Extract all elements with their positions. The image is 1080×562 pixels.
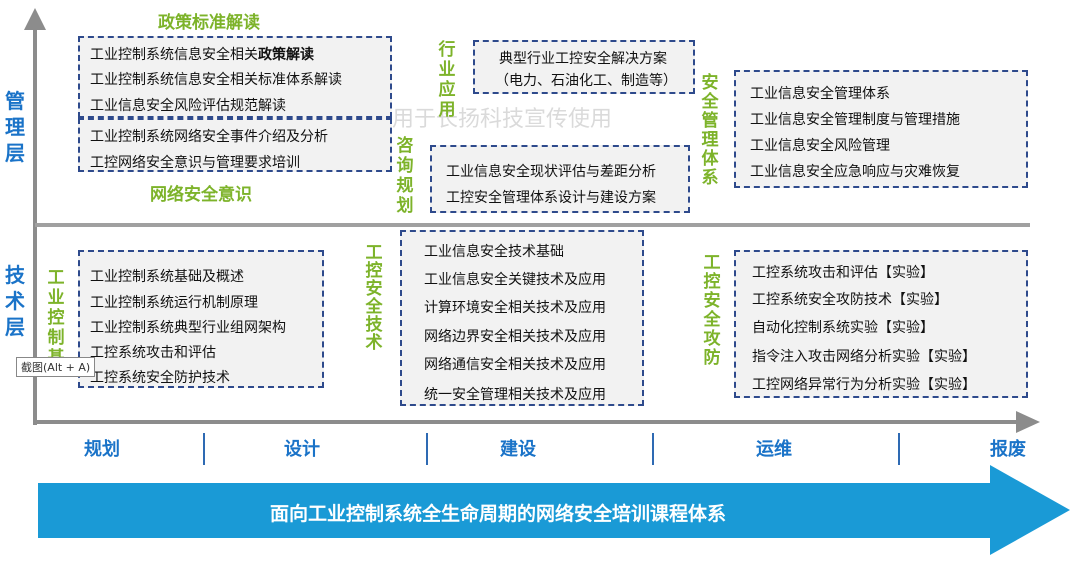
attack-defense-item-4: 指令注入攻击网络分析实验【实验】 [752, 349, 976, 365]
awareness-item-2: 工控网络安全意识与管理要求培训 [90, 155, 300, 171]
security-tech-item-5: 网络通信安全相关技术及应用 [424, 357, 606, 373]
awareness-box: 工业控制系统网络安全事件介绍及分析 工控网络安全意识与管理要求培训 [78, 118, 392, 172]
security-tech-title: 工控安全技术 [365, 243, 383, 353]
mgmt-system-item-3: 工业信息安全风险管理 [750, 138, 890, 154]
mgmt-system-item-4: 工业信息安全应急响应与灾难恢复 [750, 164, 960, 180]
industry-item-2: （电力、石油化工、制造等） [495, 73, 677, 89]
attack-defense-item-3: 自动化控制系统实验【实验】 [752, 320, 934, 336]
consulting-item-1: 工业信息安全现状评估与差距分析 [446, 164, 656, 180]
basics-item-5: 工控系统安全防护技术 [90, 370, 230, 386]
mgmt-system-item-2: 工业信息安全管理制度与管理措施 [750, 112, 960, 128]
policy-box: 工业控制系统信息安全相关政策解读 工业控制系统信息安全相关标准体系解读 工业信息… [78, 36, 392, 118]
industry-item-1: 典型行业工控安全解决方案 [499, 51, 667, 67]
stage-design: 设计 [284, 439, 320, 460]
mgmt-system-box: 工业信息安全管理体系 工业信息安全管理制度与管理措施 工业信息安全风险管理 工业… [734, 70, 1028, 188]
basics-item-3: 工业控制系统典型行业组网架构 [90, 320, 286, 336]
awareness-title: 网络安全意识 [150, 185, 252, 205]
security-tech-item-4: 网络边界安全相关技术及应用 [424, 329, 606, 345]
attack-defense-item-1: 工控系统攻击和评估【实验】 [752, 265, 934, 281]
industry-title: 行业应用 [438, 40, 456, 120]
stage-separator [426, 433, 428, 465]
basics-item-4: 工控系统攻击和评估 [90, 345, 216, 361]
y-label-management: 管理层 [5, 89, 25, 165]
stage-retire: 报废 [990, 439, 1026, 460]
attack-defense-item-2: 工控系统安全攻防技术【实验】 [752, 292, 948, 308]
mgmt-system-item-1: 工业信息安全管理体系 [750, 86, 890, 102]
basics-item-1: 工业控制系统基础及概述 [90, 269, 244, 285]
consulting-box: 工业信息安全现状评估与差距分析 工控安全管理体系设计与建设方案 [430, 145, 690, 213]
banner-title: 面向工业控制系统全生命周期的网络安全培训课程体系 [270, 503, 727, 525]
watermark: 仅用于长扬科技宣传使用 [370, 107, 613, 132]
y-axis-arrow [24, 8, 46, 30]
attack-defense-title: 工控安全攻防 [703, 253, 721, 368]
security-tech-item-2: 工业信息安全关键技术及应用 [424, 272, 606, 288]
security-tech-box: 工业信息安全技术基础 工业信息安全关键技术及应用 计算环境安全相关技术及应用 网… [400, 230, 644, 406]
industry-box: 典型行业工控安全解决方案 （电力、石油化工、制造等） [473, 40, 695, 94]
security-tech-item-6: 统一安全管理相关技术及应用 [424, 387, 606, 403]
stage-separator [203, 433, 205, 465]
attack-defense-box: 工控系统攻击和评估【实验】 工控系统安全攻防技术【实验】 自动化控制系统实验【实… [734, 250, 1028, 398]
stage-separator [652, 433, 654, 465]
stage-operation: 运维 [756, 439, 792, 460]
policy-title: 政策标准解读 [158, 13, 260, 33]
policy-item-2: 工业控制系统信息安全相关标准体系解读 [90, 72, 342, 88]
attack-defense-item-5: 工控网络异常行为分析实验【实验】 [752, 377, 976, 393]
banner-arrow [38, 465, 1070, 555]
policy-item-1: 工业控制系统信息安全相关政策解读 [90, 44, 314, 64]
basics-item-2: 工业控制系统运行机制原理 [90, 295, 258, 311]
basics-title: 工业控制基 [47, 268, 65, 368]
stage-planning: 规划 [84, 439, 120, 460]
screenshot-tooltip: 截图(Alt + A) [16, 357, 96, 377]
consulting-title: 咨询规划 [396, 136, 414, 216]
stage-build: 建设 [500, 439, 536, 460]
basics-box: 工业控制系统基础及概述 工业控制系统运行机制原理 工业控制系统典型行业组网架构 … [78, 250, 324, 388]
policy-item-3: 工业信息安全风险评估规范解读 [90, 98, 286, 114]
y-label-technical: 技术层 [5, 263, 25, 339]
security-tech-item-1: 工业信息安全技术基础 [424, 244, 564, 260]
consulting-item-2: 工控安全管理体系设计与建设方案 [446, 190, 656, 206]
x-axis-arrow [1016, 411, 1040, 433]
stage-separator [898, 433, 900, 465]
security-tech-item-3: 计算环境安全相关技术及应用 [424, 300, 606, 316]
policy-item-1-bold: 政策解读 [258, 47, 314, 63]
awareness-item-1: 工业控制系统网络安全事件介绍及分析 [90, 129, 328, 145]
mgmt-system-title: 安全管理体系 [701, 73, 719, 188]
policy-item-1-text: 工业控制系统信息安全相关 [90, 47, 258, 63]
